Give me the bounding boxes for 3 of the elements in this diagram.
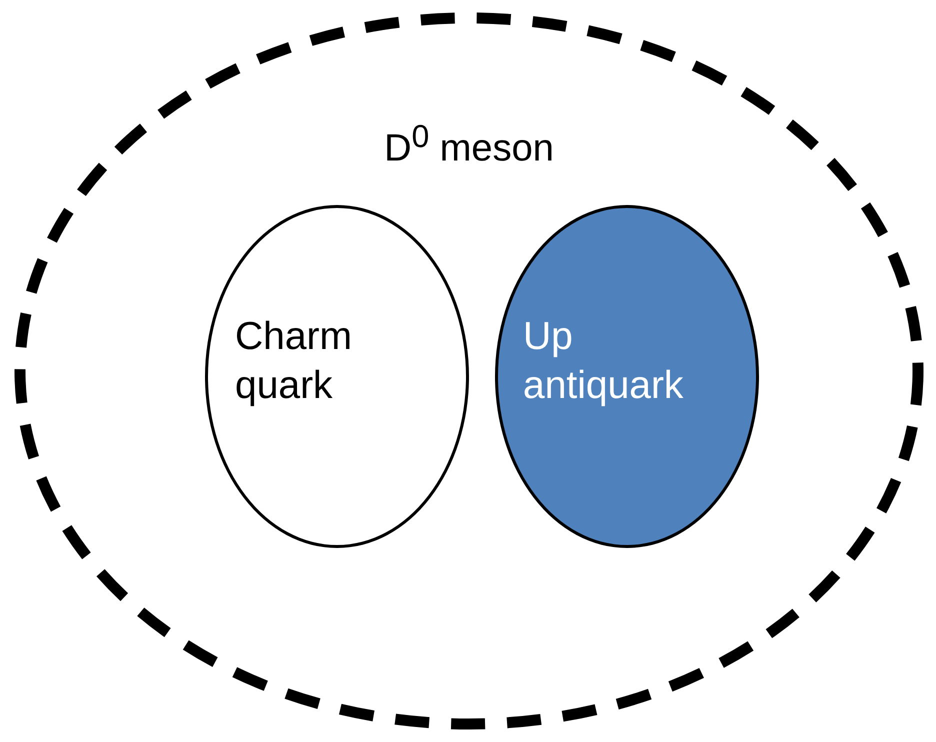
quark-label: Charm quark — [235, 314, 354, 409]
meson-label: D$^{0}$ meson — [383, 117, 555, 172]
quark-label: Up antiquark — [523, 314, 684, 409]
